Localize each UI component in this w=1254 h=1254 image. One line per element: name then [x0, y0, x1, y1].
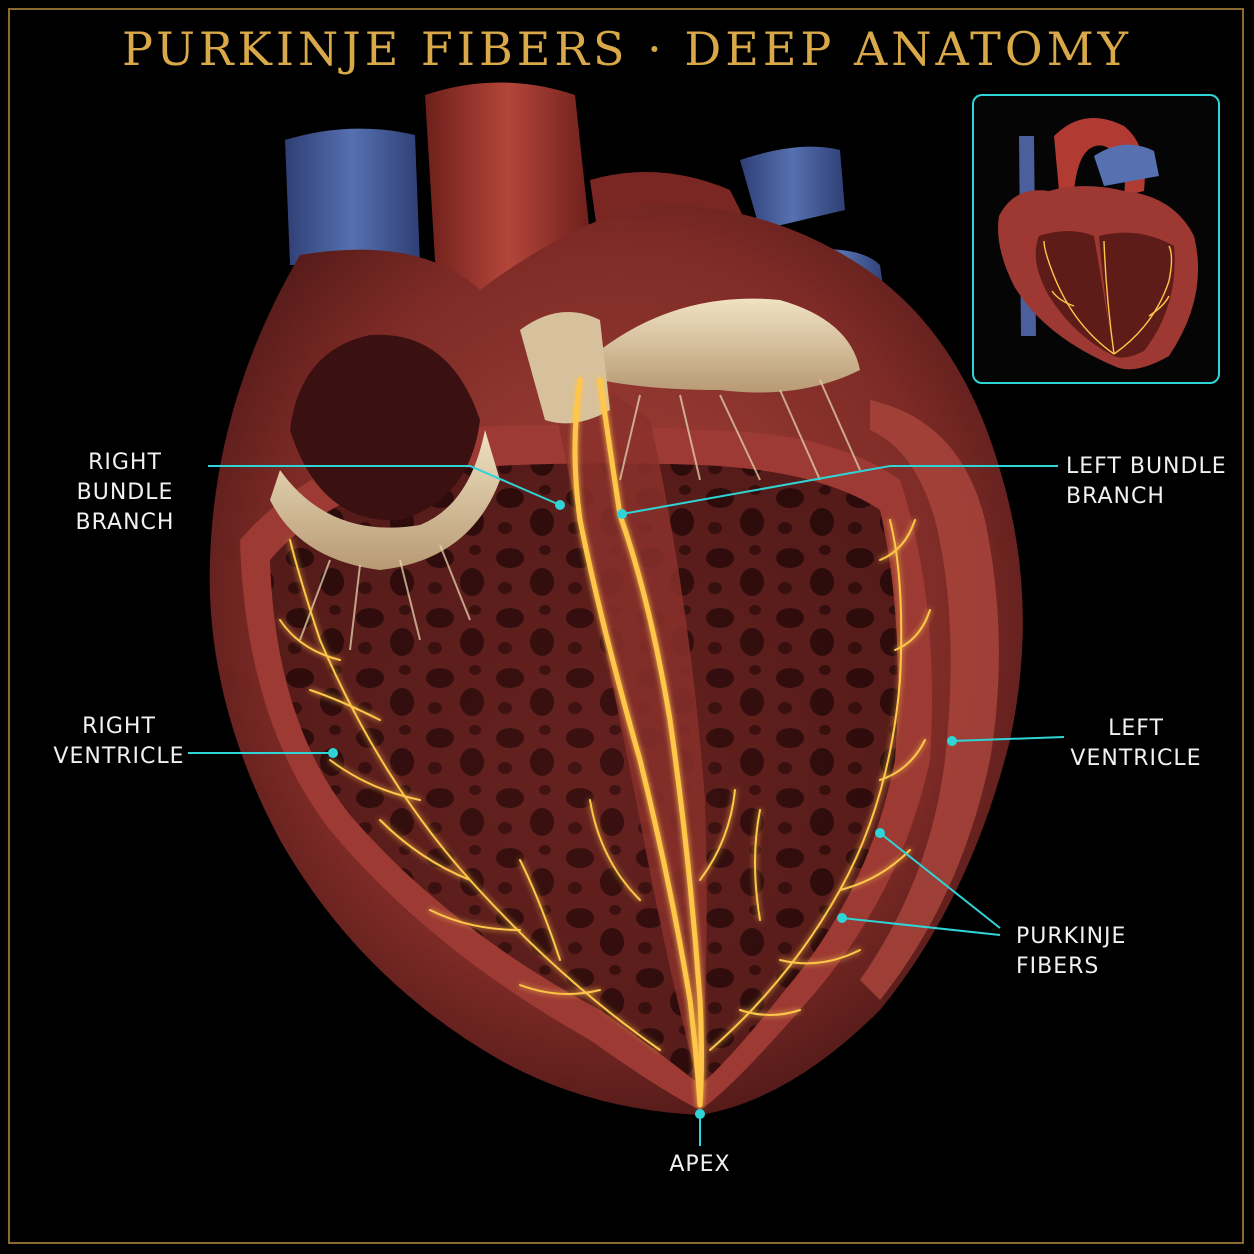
overview-inset [972, 94, 1220, 384]
left-ventricle-wall [860, 400, 999, 1000]
leader-dots [328, 500, 957, 1119]
gold-frame [8, 8, 1244, 1244]
mitral-valve [600, 298, 860, 393]
right-atrium-opening [290, 334, 480, 521]
label-left-bundle-branch: LEFT BUNDLE BRANCH [1066, 454, 1227, 509]
tricuspid-valve [270, 430, 500, 570]
aortic-outflow [520, 312, 610, 424]
overview-heart-icon [998, 118, 1199, 370]
pulmonary-vein [740, 146, 845, 230]
left-ventricle-leader [951, 736, 1065, 742]
label-apex: APEX [669, 1152, 731, 1177]
right-purkinje-branches [279, 539, 661, 1051]
label-right-bundle-branch: RIGHT BUNDLE BRANCH [75, 450, 175, 535]
label-left-ventricle: LEFT VENTRICLE [1070, 716, 1202, 771]
superior-vena-cava [285, 128, 420, 265]
page-title: PURKINJE FIBERS · DEEP ANATOMY [121, 22, 1133, 76]
label-purkinje-fibers: PURKINJE FIBERS [1016, 924, 1127, 979]
right-bundle-leader [208, 465, 561, 506]
purkinje-network [279, 377, 931, 1108]
left-purkinje-branches [699, 519, 931, 1051]
left-bundle-branch-fiber [597, 377, 704, 1108]
purkinje-leader-upper [879, 832, 1001, 929]
chordae-tendineae [299, 379, 861, 651]
right-bundle-branch-fiber [572, 377, 703, 1108]
leader-lines [188, 465, 1065, 1146]
cavity-shade [270, 463, 898, 1085]
left-bundle-leader [621, 465, 1058, 515]
label-right-ventricle: RIGHT VENTRICLE [53, 714, 185, 769]
purkinje-leader-lower [841, 917, 1001, 936]
